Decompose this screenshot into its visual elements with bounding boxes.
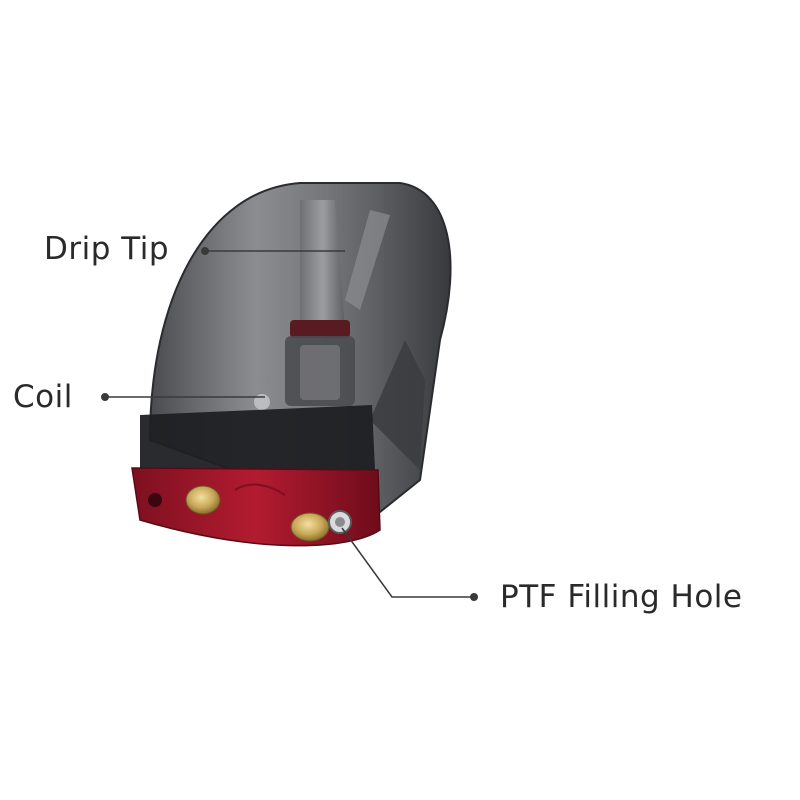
air-hole [148, 493, 162, 507]
callout-ptf-filling-hole: PTF Filling Hole [500, 579, 743, 615]
leader-ptf [341, 527, 474, 598]
coil-o-ring [290, 320, 350, 338]
callout-coil: Coil [13, 379, 73, 415]
leader-dot-coil [101, 393, 109, 401]
pod-side-panel [370, 340, 425, 470]
contact-right [290, 512, 330, 542]
pod-collar [140, 405, 375, 470]
leader-dot-drip-tip [201, 247, 209, 255]
contact-left [185, 485, 221, 515]
drip-tip-channel [300, 200, 345, 330]
leader-dot-ptf [470, 593, 478, 601]
pod-base [131, 467, 381, 547]
callout-drip-tip: Drip Tip [44, 231, 170, 267]
